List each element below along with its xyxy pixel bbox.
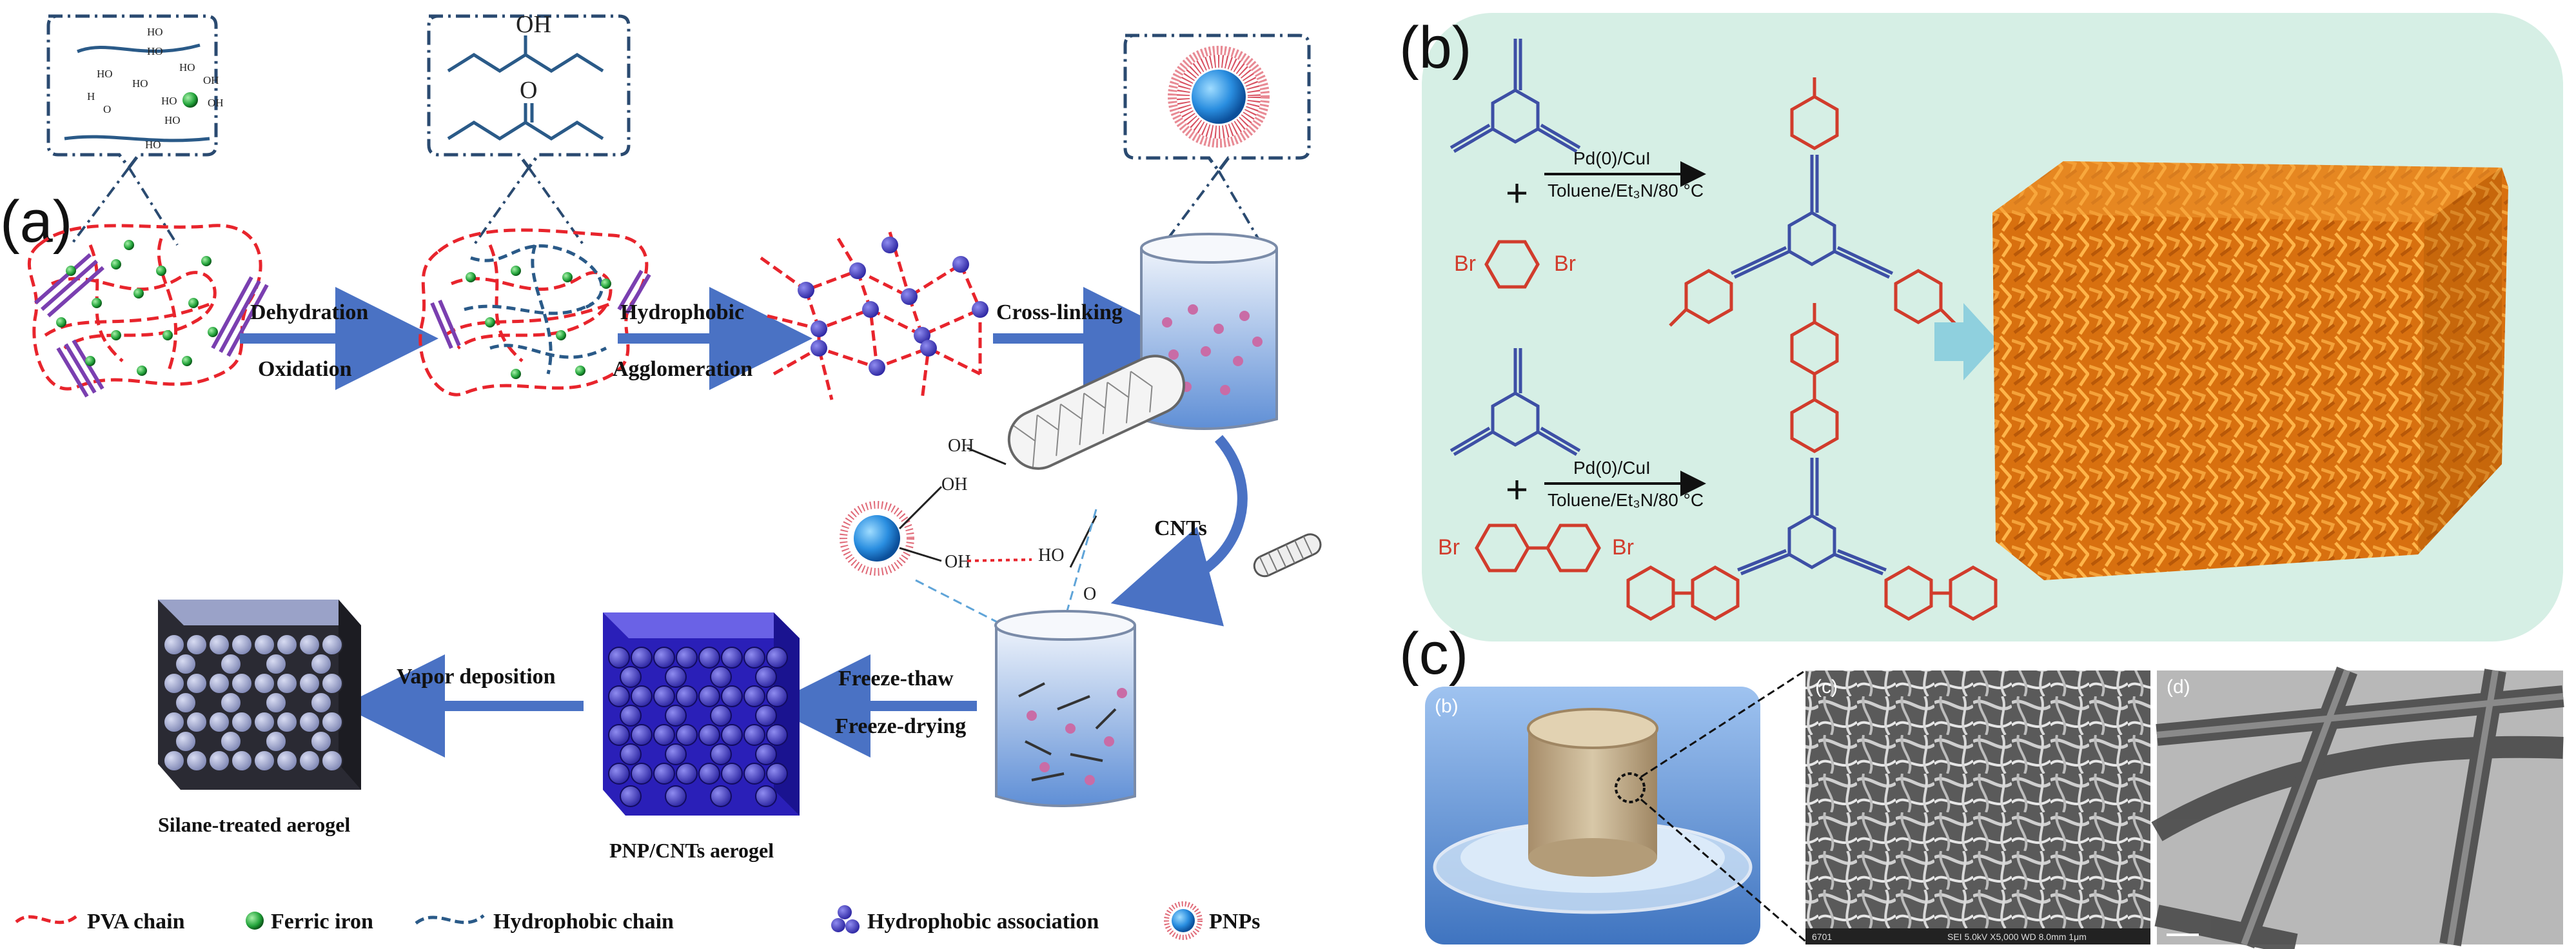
- svg-text:O: O: [520, 77, 537, 104]
- svg-text:OH: OH: [945, 552, 970, 572]
- svg-text:OH: OH: [516, 11, 551, 38]
- cnt-small-icon: [1253, 533, 1322, 578]
- sem-scale-info: SEI 5.0kV X5,000 WD 8.0mm 1μm: [1947, 932, 2087, 942]
- svg-text:OH: OH: [948, 436, 974, 456]
- inset-dehydration-products: OH O: [427, 11, 631, 246]
- arrow-cnts: CNTs: [1110, 435, 1322, 627]
- reaction-2: + Br Br Pd(0)/CuI Toluene/Et₃N/80 °C: [1438, 303, 1998, 621]
- cond-bot-2: Toluene/Et₃N/80 °C: [1548, 490, 1704, 510]
- legend-pnps-swatch: [1164, 901, 1203, 940]
- legend-hydrophobic-chain-swatch: [415, 914, 485, 925]
- plus-1: +: [1506, 171, 1528, 215]
- cube-silane-aerogel: Silane-treated aerogel: [158, 600, 361, 836]
- subpanel-d-label: (d): [2167, 676, 2190, 698]
- legend-pnps-label: PNPs: [1209, 910, 1260, 934]
- photo-sample: (b): [1425, 687, 1760, 944]
- label-oxidation: Oxidation: [258, 357, 352, 381]
- pnp-cnt-interaction: OH OH OH HO O: [840, 355, 1186, 646]
- legend-assoc-label: Hydrophobic association: [867, 910, 1099, 934]
- svg-text:HO: HO: [179, 61, 195, 73]
- legend-assoc-swatch: [831, 905, 860, 934]
- arrow-dehydration: Dehydration Oxidation: [240, 287, 438, 390]
- panel-b-label: (b): [1399, 15, 1471, 81]
- label-silane-aerogel: Silane-treated aerogel: [158, 813, 350, 836]
- label-freeze-drying: Freeze-drying: [835, 714, 966, 738]
- inset-pnp: [1123, 34, 1311, 249]
- porous-network-block: [1992, 161, 2508, 580]
- svg-text:Br: Br: [1612, 535, 1634, 560]
- arrow-vapor: Vapor deposition: [342, 654, 584, 758]
- legend: PVA chain Ferric iron Hydrophobic chain …: [15, 901, 1260, 940]
- svg-text:HO: HO: [145, 139, 161, 151]
- tem-image: (d): [2151, 667, 2564, 949]
- svg-text:O: O: [103, 103, 111, 115]
- svg-text:OH: OH: [208, 97, 224, 109]
- arrow-freeze: Freeze-thaw Freeze-drying: [767, 654, 977, 758]
- label-vapor-deposition: Vapor deposition: [397, 665, 556, 689]
- reaction-1: + Br Br Pd(0)/CuI Toluene/Et₃N/80 °C: [1450, 39, 1958, 327]
- sem-image: SEI 5.0kV X5,000 WD 8.0mm 1μm 6701 (c): [1805, 670, 2150, 944]
- svg-text:OH: OH: [203, 74, 219, 86]
- arrow-to-network: [1934, 303, 1999, 380]
- svg-text:HO: HO: [147, 26, 163, 38]
- network-pva-initial: [27, 224, 269, 398]
- svg-text:OH: OH: [941, 474, 967, 494]
- panel-c-label: (c): [1399, 621, 1468, 687]
- label-cnts: CNTs: [1154, 516, 1207, 540]
- cond-top-1: Pd(0)/CuI: [1573, 148, 1651, 168]
- panel-a: (a) HO HO H O HO HO OH HO OH HO HO HO: [0, 11, 1322, 940]
- panel-a-label: (a): [0, 189, 72, 255]
- network-hydrophobic-association: [760, 231, 988, 400]
- label-freeze-thaw: Freeze-thaw: [838, 667, 954, 690]
- svg-text:HO: HO: [147, 45, 163, 57]
- svg-text:O: O: [1083, 584, 1096, 604]
- svg-text:H: H: [87, 90, 95, 103]
- panel-c: (c) (b) SEI 5.0kV X5,000 WD 8.0mm 1μm 67…: [1399, 621, 2564, 949]
- cube-pnp-cnts-aerogel: PNP/CNTs aerogel: [603, 612, 800, 862]
- svg-text:Br: Br: [1454, 251, 1476, 276]
- arrow-crosslinking: Cross-linking: [993, 287, 1186, 390]
- legend-hydrophobic-chain-label: Hydrophobic chain: [493, 910, 674, 934]
- ferric-ion-inset: [182, 92, 198, 108]
- subpanel-c-label: (c): [1815, 676, 1838, 698]
- pnp-core-inset: [1192, 70, 1246, 124]
- svg-text:HO: HO: [132, 77, 148, 90]
- label-hydrophobic: Hydrophobic: [620, 300, 744, 324]
- arrow-hydrophobic: Hydrophobic Agglomeration: [613, 287, 812, 390]
- label-pnp-cnts-aerogel: PNP/CNTs aerogel: [609, 839, 774, 862]
- label-agglomeration: Agglomeration: [613, 357, 752, 381]
- svg-text:HO: HO: [161, 95, 177, 107]
- cond-bot-1: Toluene/Et₃N/80 °C: [1548, 181, 1704, 201]
- svg-text:HO: HO: [164, 114, 181, 126]
- subpanel-b-label: (b): [1435, 696, 1459, 717]
- svg-text:HO: HO: [97, 68, 113, 80]
- cond-top-2: Pd(0)/CuI: [1573, 458, 1651, 478]
- legend-pva-swatch: [15, 914, 79, 925]
- svg-text:HO: HO: [1038, 545, 1064, 565]
- legend-ferric-label: Ferric iron: [271, 910, 373, 934]
- legend-pva-label: PVA chain: [87, 910, 185, 934]
- inset-pva-ferric: HO HO H O HO HO OH HO OH HO HO HO: [46, 14, 224, 246]
- legend-ferric-swatch: [246, 912, 264, 930]
- svg-text:Br: Br: [1438, 535, 1460, 560]
- svg-text:Br: Br: [1554, 251, 1576, 276]
- panel-b: (b) + Br Br Pd(0)/CuI Toluene/Et₃N/80 °C: [1399, 13, 2563, 641]
- svg-text:6701: 6701: [1812, 932, 1832, 942]
- label-crosslinking: Cross-linking: [996, 300, 1123, 324]
- plus-2: +: [1506, 468, 1528, 511]
- label-dehydration: Dehydration: [250, 300, 368, 324]
- network-pva-dehydrated: [418, 228, 651, 396]
- beaker-pnp-cnt: [994, 610, 1136, 807]
